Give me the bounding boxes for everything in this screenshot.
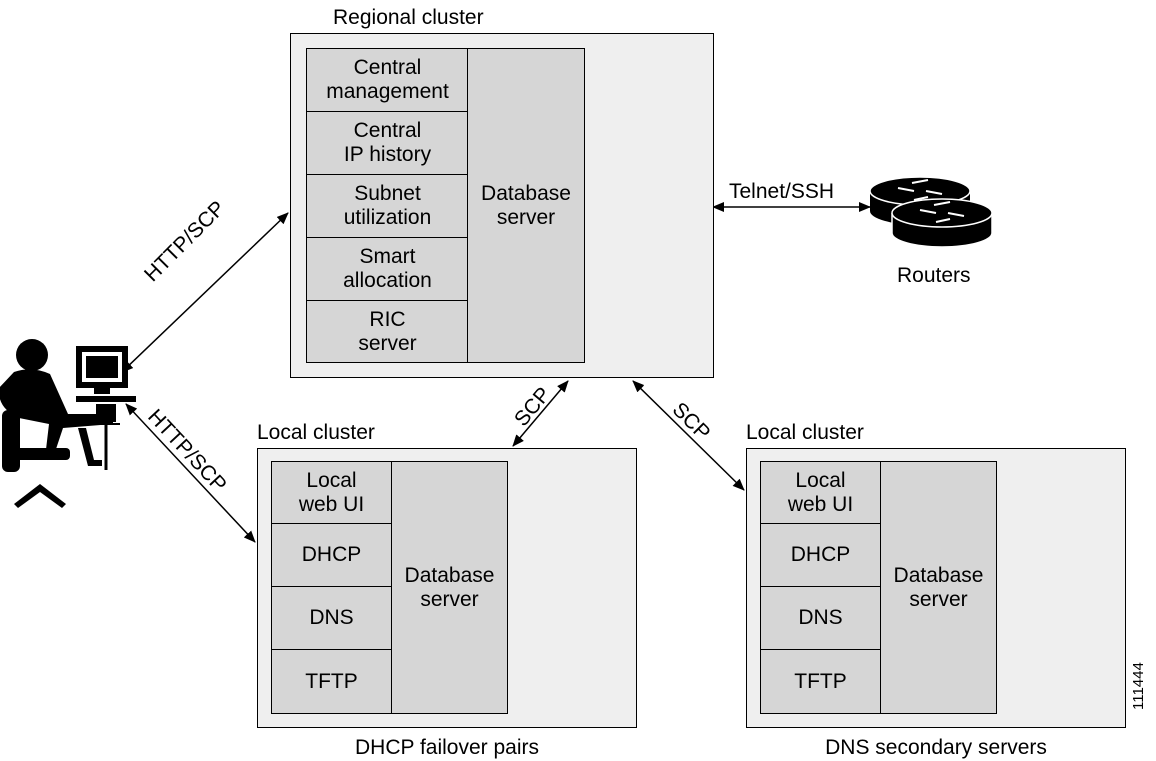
- scp-left-arrow: [512, 380, 569, 447]
- routers-icon: [869, 176, 993, 248]
- module-ric-server: RIC server: [306, 300, 469, 363]
- module-central-management: Central management: [306, 48, 469, 112]
- local-left-caption: DHCP failover pairs: [354, 736, 539, 759]
- module-dhcp-right: DHCP: [760, 523, 881, 587]
- http-scp-top-arrow: [121, 212, 289, 373]
- module-tftp-left: TFTP: [271, 649, 392, 714]
- regional-database-server: Database server: [467, 48, 585, 363]
- module-dns-left: DNS: [271, 586, 392, 650]
- http-scp-bottom-arrow: [125, 403, 256, 543]
- module-tftp-right: TFTP: [760, 649, 881, 714]
- user-workstation-icon: [0, 339, 136, 508]
- telnet-ssh-label: Telnet/SSH: [729, 180, 835, 203]
- module-central-ip-history: Central IP history: [306, 111, 469, 175]
- scp-right-arrow: [632, 380, 745, 491]
- module-dns-right: DNS: [760, 586, 881, 650]
- module-dhcp-left: DHCP: [271, 523, 392, 587]
- figure-id: 111444: [1130, 662, 1147, 710]
- module-local-web-ui-left: Local web UI: [271, 461, 392, 524]
- routers-label: Routers: [897, 264, 971, 287]
- local-right-caption: DNS secondary servers: [825, 736, 1047, 759]
- local-left-database-server: Database server: [391, 461, 508, 714]
- module-smart-allocation: Smart allocation: [306, 237, 469, 301]
- regional-cluster-title: Regional cluster: [333, 6, 484, 29]
- local-right-database-server: Database server: [880, 461, 997, 714]
- local-cluster-right-title: Local cluster: [746, 421, 864, 444]
- module-subnet-utilization: Subnet utilization: [306, 174, 469, 238]
- module-local-web-ui-right: Local web UI: [760, 461, 881, 524]
- local-cluster-left-title: Local cluster: [257, 421, 375, 444]
